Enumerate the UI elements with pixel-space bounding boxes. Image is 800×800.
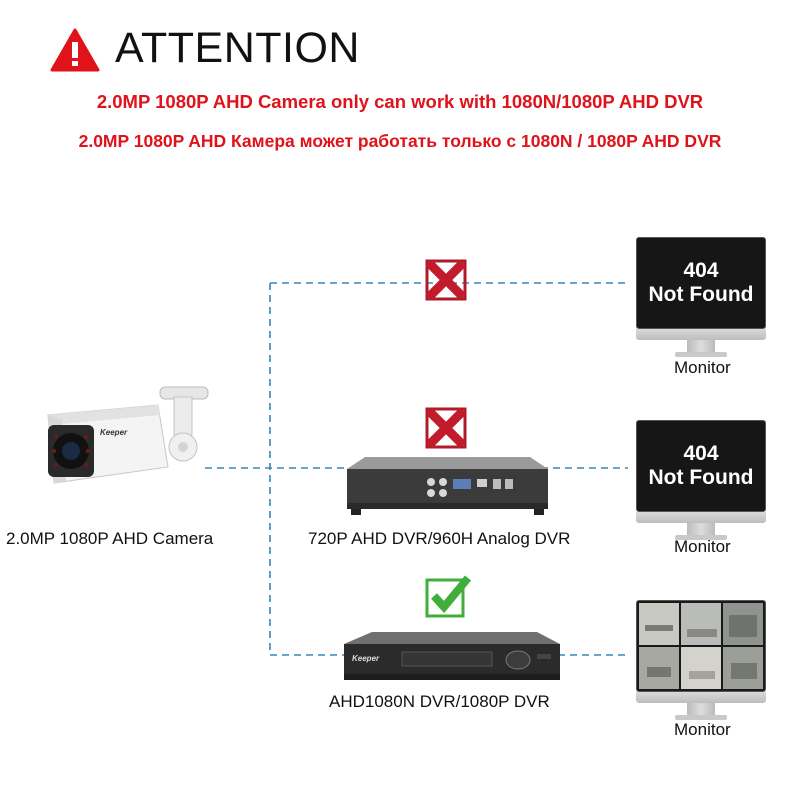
incompatible-cross-icon xyxy=(424,406,468,450)
error-code: 404 xyxy=(683,259,719,282)
monitor-middle-label: Monitor xyxy=(674,537,731,556)
dvr-1080-label: AHD1080N DVR/1080P DVR xyxy=(329,692,550,711)
compatibility-note-ru: 2.0MP 1080P AHD Камера может работать то… xyxy=(78,131,722,151)
monitor-screen-feed xyxy=(636,600,766,692)
error-message: Not Found xyxy=(648,466,754,489)
monitor-top-label: Monitor xyxy=(674,358,731,377)
camera-label: 2.0MP 1080P AHD Camera xyxy=(6,529,214,548)
bullet-camera-image xyxy=(40,385,215,495)
monitor-top: 404 Not Found xyxy=(636,237,766,357)
monitor-screen-error: 404 Not Found xyxy=(636,237,766,329)
compatible-check-icon xyxy=(424,574,472,620)
dvr-720p-label: 720P AHD DVR/960H Analog DVR xyxy=(308,529,571,548)
camera-brand-logo: Keeper xyxy=(100,428,128,437)
error-code: 404 xyxy=(683,442,719,465)
dvr-1080-image xyxy=(342,630,562,688)
attention-title: ATTENTION xyxy=(115,24,360,72)
incompatible-cross-icon xyxy=(424,258,468,302)
warning-triangle-icon xyxy=(50,28,100,72)
dvr-brand-logo: Keeper xyxy=(352,654,380,663)
monitor-middle: 404 Not Found xyxy=(636,420,766,540)
monitor-screen-error: 404 Not Found xyxy=(636,420,766,512)
monitor-bottom-label: Monitor xyxy=(674,720,731,739)
monitor-bottom xyxy=(636,600,766,720)
compatibility-note-en: 2.0MP 1080P AHD Camera only can work wit… xyxy=(96,91,704,112)
error-message: Not Found xyxy=(648,283,754,306)
dvr-720p-image xyxy=(345,455,550,517)
